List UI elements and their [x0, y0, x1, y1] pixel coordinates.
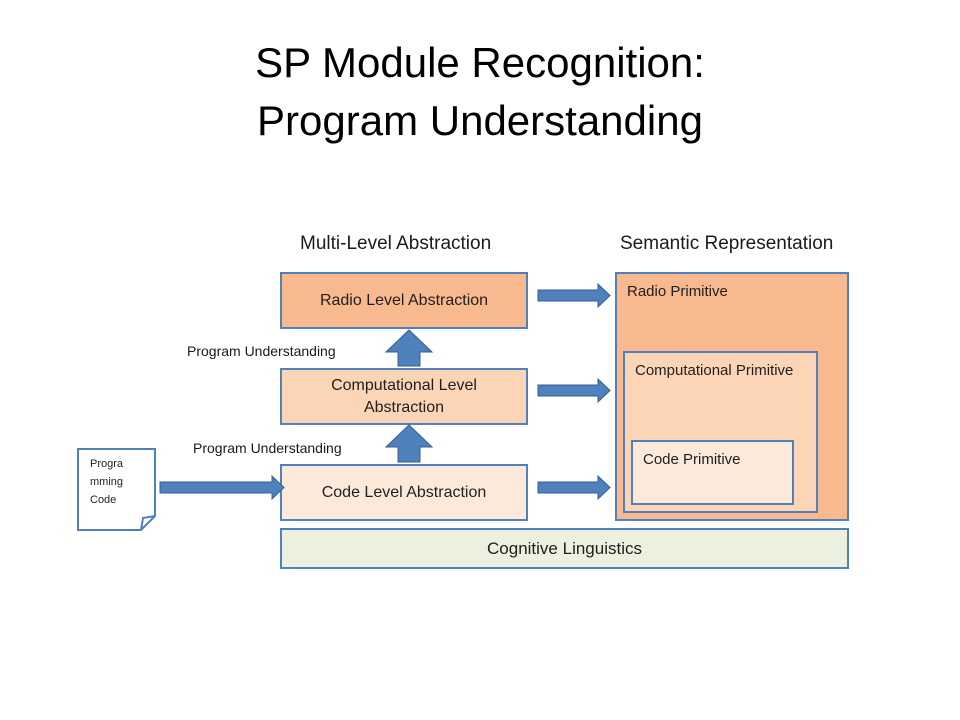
program-understanding-label-lower: Program Understanding [193, 440, 342, 456]
document-fold-corner [140, 515, 156, 531]
computational-level-abstraction-box: Computational Level Abstraction [280, 368, 528, 425]
radio-primitive-label: Radio Primitive [627, 283, 728, 300]
doc-line-1: Progra [90, 458, 124, 470]
title-line-2: Program Understanding [257, 97, 703, 144]
heading-multi-level-abstraction: Multi-Level Abstraction [300, 233, 492, 254]
arrow-code-to-primitive [537, 474, 611, 501]
arrow-radio-to-primitive [537, 282, 611, 309]
cognitive-linguistics-box: Cognitive Linguistics [280, 528, 849, 569]
page-title: SP Module Recognition: Program Understan… [0, 34, 960, 150]
arrow-document-to-code-abstraction [159, 474, 285, 501]
computational-primitive-label: Computational Primitive [635, 362, 794, 379]
code-primitive-box: Code Primitive [631, 440, 794, 505]
doc-line-2: mming [90, 476, 124, 488]
title-line-1: SP Module Recognition: [255, 39, 705, 86]
doc-line-3: Code [90, 494, 117, 506]
computational-level-abstraction-label: Computational Level Abstraction [331, 376, 477, 416]
radio-level-abstraction-box: Radio Level Abstraction [280, 272, 528, 329]
cognitive-linguistics-label: Cognitive Linguistics [487, 538, 642, 558]
program-understanding-label-upper: Program Understanding [187, 343, 336, 359]
arrow-computational-to-primitive [537, 377, 611, 404]
code-level-abstraction-box: Code Level Abstraction [280, 464, 528, 521]
code-primitive-label: Code Primitive [643, 451, 741, 468]
code-level-abstraction-label: Code Level Abstraction [321, 483, 487, 501]
heading-semantic-representation: Semantic Representation [620, 233, 834, 254]
programming-code-document-text: Progra mming Code [90, 455, 146, 509]
arrow-up-computational-to-radio [384, 329, 434, 367]
arrow-up-code-to-computational [384, 424, 434, 463]
radio-level-abstraction-label: Radio Level Abstraction [319, 291, 489, 309]
